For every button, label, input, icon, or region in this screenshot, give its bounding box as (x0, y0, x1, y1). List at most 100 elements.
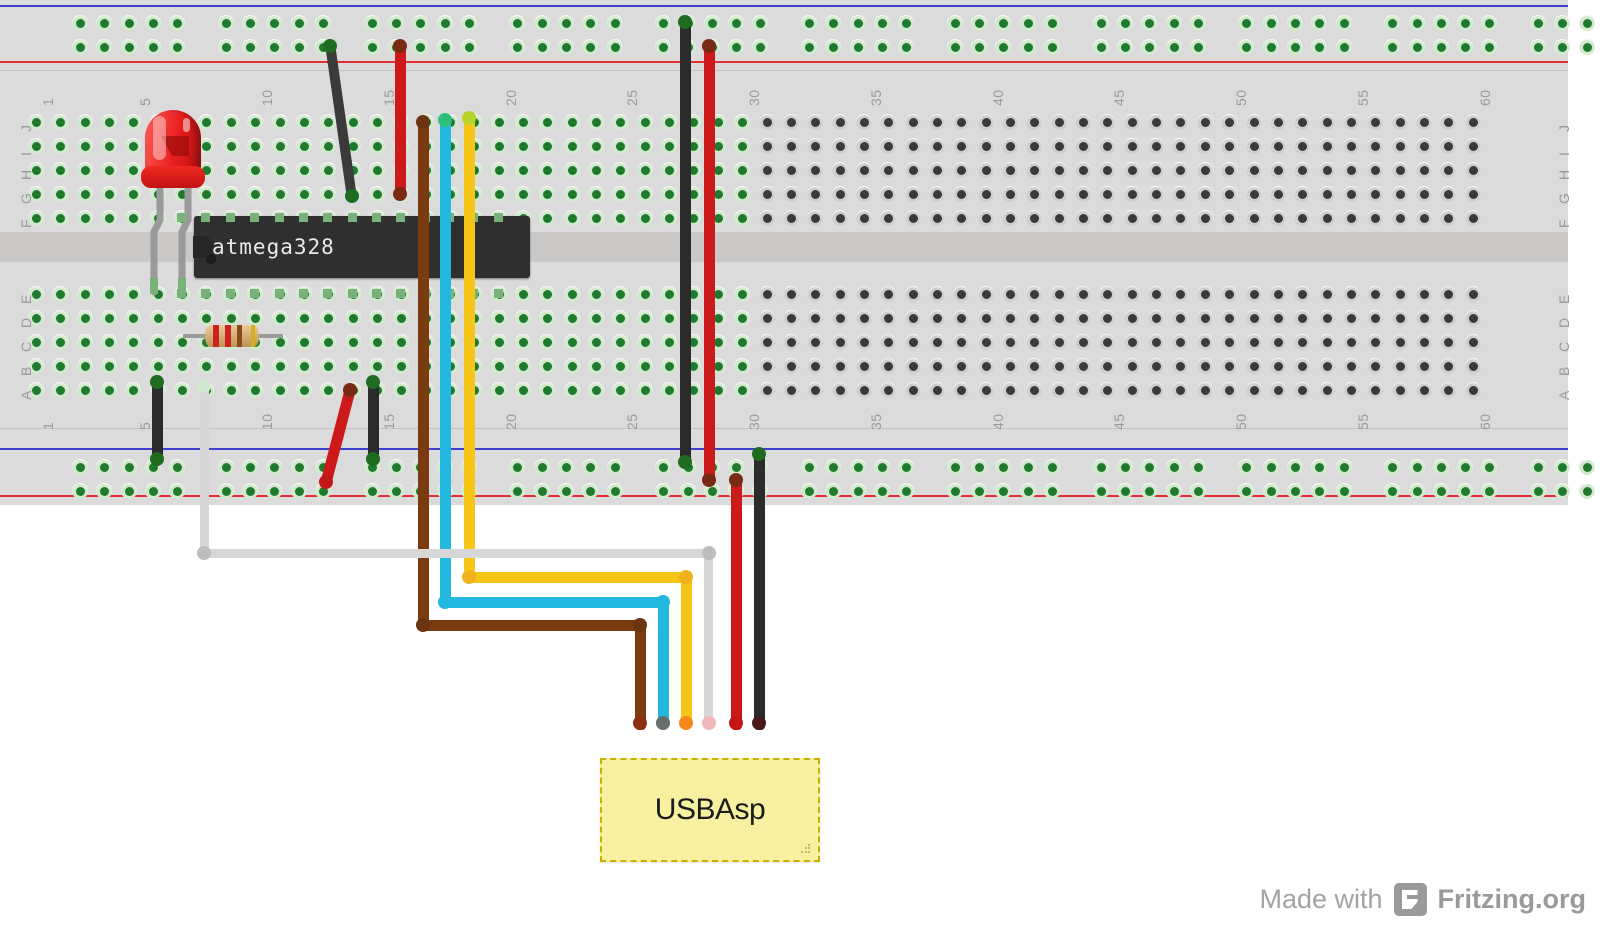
hole-F39[interactable] (953, 210, 970, 226)
hole-D57[interactable] (1391, 310, 1408, 326)
rail-hole-bot0-40[interactable] (1189, 459, 1206, 475)
hole-F60[interactable] (1464, 210, 1481, 226)
hole-I22[interactable] (539, 138, 556, 154)
hole-A1[interactable] (28, 382, 44, 398)
hole-B12[interactable] (295, 358, 312, 374)
hole-A22[interactable] (539, 382, 556, 398)
rail-hole-top0-9[interactable] (290, 15, 307, 31)
hole-E40[interactable] (977, 286, 994, 302)
hole-I5[interactable] (125, 138, 142, 154)
hole-H57[interactable] (1391, 162, 1408, 178)
hole-J24[interactable] (588, 114, 605, 130)
hole-A30[interactable] (734, 382, 751, 398)
hole-E45[interactable] (1099, 286, 1116, 302)
hole-D7[interactable] (174, 310, 191, 326)
hole-F59[interactable] (1440, 210, 1457, 226)
hole-A38[interactable] (928, 382, 945, 398)
hole-A24[interactable] (588, 382, 605, 398)
wire-red-to-usbasp[interactable] (731, 478, 742, 730)
hole-E1[interactable] (28, 286, 44, 302)
rail-hole-top1-42[interactable] (1262, 39, 1279, 55)
hole-G57[interactable] (1391, 186, 1408, 202)
hole-D60[interactable] (1464, 310, 1481, 326)
hole-C40[interactable] (977, 334, 994, 350)
hole-F41[interactable] (1002, 210, 1018, 226)
rail-hole-bot1-28[interactable] (849, 483, 866, 499)
hole-A35[interactable] (855, 382, 872, 398)
hole-I59[interactable] (1440, 138, 1457, 154)
rail-hole-top0-12[interactable] (387, 15, 404, 31)
hole-E26[interactable] (636, 286, 653, 302)
hole-C52[interactable] (1269, 334, 1286, 350)
hole-G3[interactable] (76, 186, 93, 202)
hole-F44[interactable] (1075, 210, 1092, 226)
hole-I43[interactable] (1050, 138, 1067, 154)
hole-D25[interactable] (612, 310, 629, 326)
hole-E32[interactable] (782, 286, 799, 302)
hole-H32[interactable] (782, 162, 799, 178)
rail-hole-top0-33[interactable] (995, 15, 1012, 31)
hole-A40[interactable] (977, 382, 994, 398)
hole-C50[interactable] (1221, 334, 1238, 350)
hole-I40[interactable] (977, 138, 994, 154)
hole-J3[interactable] (76, 114, 93, 130)
hole-I13[interactable] (320, 138, 337, 154)
rail-hole-top0-6[interactable] (217, 15, 234, 31)
hole-E51[interactable] (1245, 286, 1262, 302)
hole-B59[interactable] (1440, 358, 1457, 374)
hole-A7[interactable] (174, 382, 191, 398)
hole-E3[interactable] (76, 286, 93, 302)
rail-hole-bot0-8[interactable] (266, 459, 283, 475)
hole-F2[interactable] (52, 210, 69, 226)
hole-C30[interactable] (734, 334, 751, 350)
wire-cyan-bend-1[interactable] (438, 595, 452, 609)
hole-B23[interactable] (563, 358, 580, 374)
hole-B21[interactable] (515, 358, 531, 374)
hole-D2[interactable] (52, 310, 69, 326)
hole-B60[interactable] (1464, 358, 1481, 374)
rail-hole-bot0-5[interactable] (169, 459, 186, 475)
hole-C14[interactable] (344, 334, 361, 350)
hole-H21[interactable] (515, 162, 531, 178)
rail-hole-top1-32[interactable] (971, 39, 988, 55)
hole-D36[interactable] (880, 310, 897, 326)
hole-J15[interactable] (368, 114, 385, 130)
hole-F57[interactable] (1391, 210, 1408, 226)
hole-A47[interactable] (1148, 382, 1165, 398)
rail-hole-top1-25[interactable] (752, 39, 769, 55)
hole-I30[interactable] (734, 138, 751, 154)
rail-hole-bot1-23[interactable] (703, 483, 720, 499)
hole-H31[interactable] (758, 162, 775, 178)
hole-F48[interactable] (1172, 210, 1189, 226)
hole-H23[interactable] (563, 162, 580, 178)
hole-H12[interactable] (295, 162, 312, 178)
hole-G20[interactable] (490, 186, 507, 202)
hole-G51[interactable] (1245, 186, 1262, 202)
wire-yellow-bend-2[interactable] (679, 570, 693, 584)
rail-hole-bot1-16[interactable] (509, 483, 526, 499)
hole-J34[interactable] (831, 114, 848, 130)
hole-I51[interactable] (1245, 138, 1262, 154)
hole-A31[interactable] (758, 382, 775, 398)
hole-H30[interactable] (734, 162, 751, 178)
rail-hole-top0-11[interactable] (363, 15, 380, 31)
hole-E38[interactable] (928, 286, 945, 302)
hole-J23[interactable] (563, 114, 580, 130)
hole-J58[interactable] (1415, 114, 1432, 130)
hole-B51[interactable] (1245, 358, 1262, 374)
wire-black-usbasp-end[interactable] (752, 716, 766, 730)
hole-C59[interactable] (1440, 334, 1457, 350)
rail-hole-top0-28[interactable] (849, 15, 866, 31)
rail-hole-bot0-53[interactable] (1578, 459, 1595, 475)
hole-I34[interactable] (831, 138, 848, 154)
hole-I45[interactable] (1099, 138, 1116, 154)
hole-A45[interactable] (1099, 382, 1116, 398)
hole-I9[interactable] (222, 138, 239, 154)
rail-hole-top0-39[interactable] (1165, 15, 1182, 31)
rail-hole-bot0-3[interactable] (120, 459, 137, 475)
wire-black-long-end-b[interactable] (678, 455, 692, 469)
hole-D37[interactable] (904, 310, 921, 326)
hole-G30[interactable] (734, 186, 751, 202)
rail-hole-bot1-12[interactable] (387, 483, 404, 499)
rail-hole-bot1-48[interactable] (1432, 483, 1449, 499)
